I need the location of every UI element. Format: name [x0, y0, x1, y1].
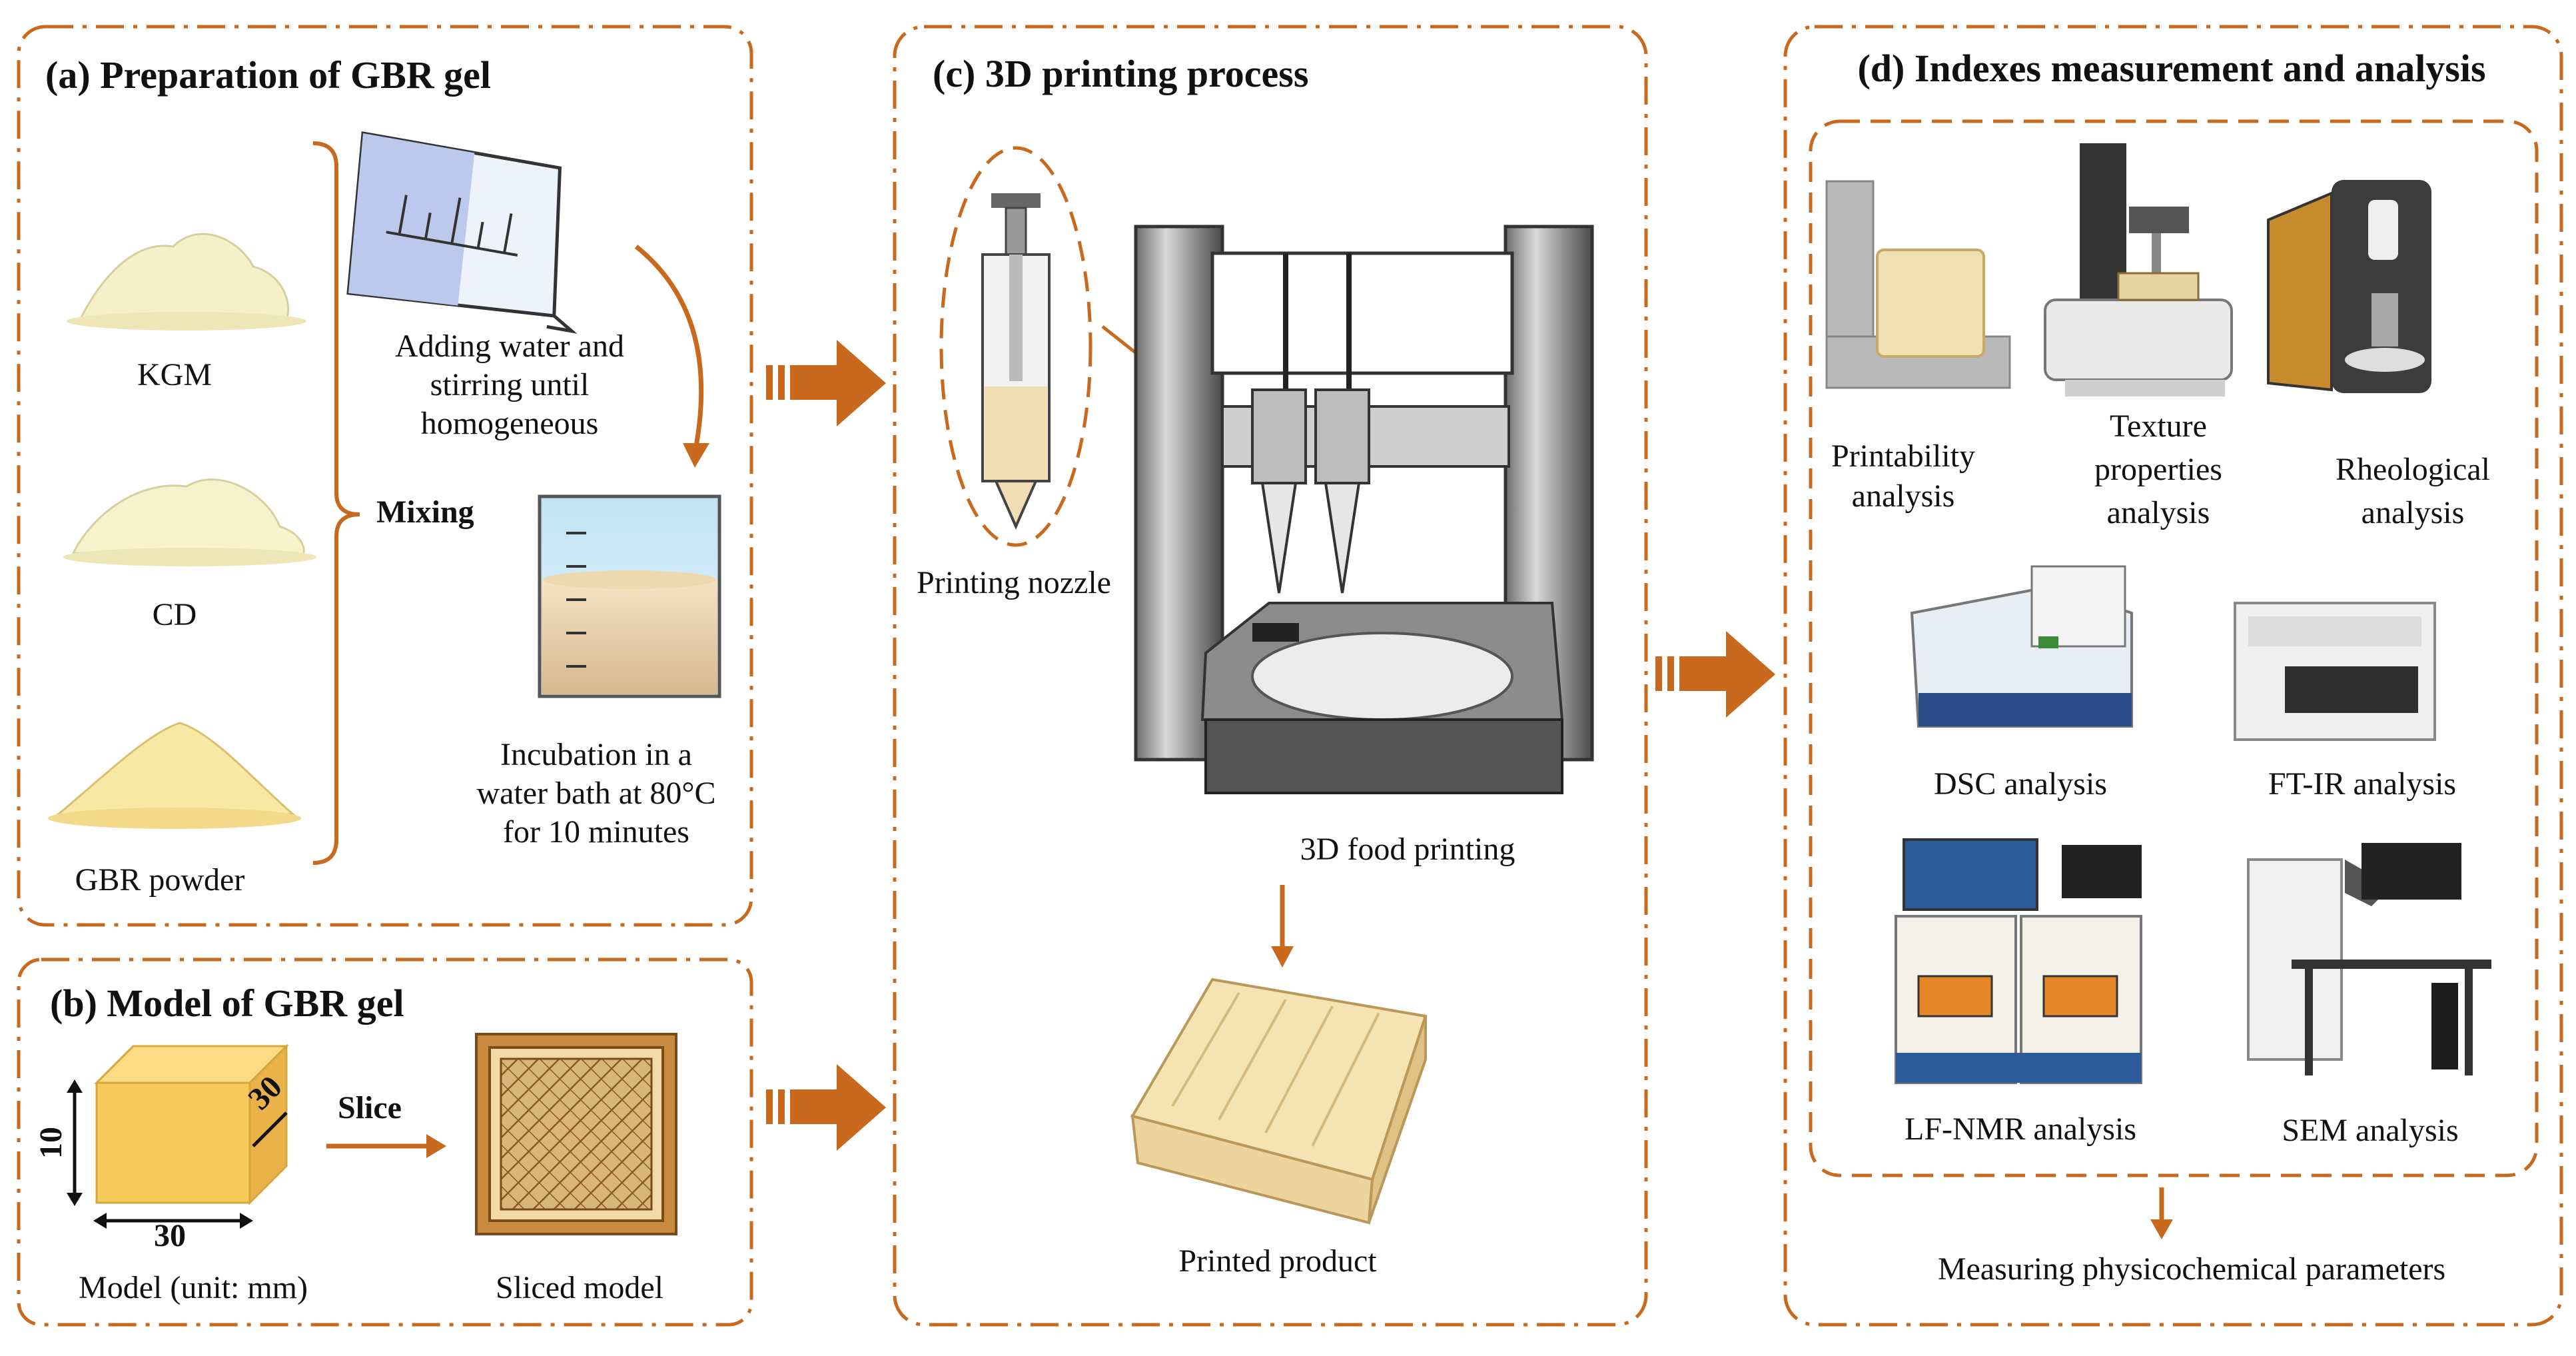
panel-d-title: (d) Indexes measurement and analysis	[1857, 47, 2485, 90]
kgm-powder-icon	[67, 233, 306, 331]
step2-line1: Incubation in a	[500, 737, 692, 772]
ftir-label: FT-IR analysis	[2268, 766, 2456, 802]
texture-line1: Texture	[2110, 408, 2207, 444]
instruments-group-border	[1809, 119, 2539, 1177]
panel-b-border	[17, 958, 753, 1327]
mixing-bracket	[312, 141, 360, 865]
sem-label: SEM analysis	[2282, 1113, 2458, 1148]
arrow-a-to-c	[766, 340, 886, 426]
ftir-instrument-icon	[2234, 602, 2436, 741]
printing-nozzle-label: Printing nozzle	[917, 565, 1111, 600]
arrow-b-to-c	[766, 1064, 886, 1151]
nozzle-highlight	[939, 146, 1092, 547]
sliced-model-icon	[475, 1033, 677, 1235]
step1-line2: stirring until	[430, 367, 590, 402]
printability-line1: Printability	[1831, 438, 1975, 474]
cd-powder-icon	[63, 478, 316, 566]
gbr-powder-icon	[48, 722, 301, 829]
arrow-c-to-d	[1655, 631, 1775, 718]
ingredient-cd: CD	[153, 597, 197, 632]
syringe-icon	[981, 193, 1051, 530]
3d-food-printing-label: 3D food printing	[1300, 832, 1515, 867]
panel-b-title: (b) Model of GBR gel	[50, 982, 404, 1025]
dsc-instrument-icon	[1910, 565, 2133, 728]
panel-d-border	[1783, 25, 2563, 1327]
dsc-label: DSC analysis	[1934, 766, 2107, 802]
step1-line1: Adding water and	[395, 329, 624, 364]
lfnmr-label: LF-NMR analysis	[1905, 1111, 2136, 1147]
lfnmr-instrument-icon	[1895, 838, 2142, 1084]
panel-c-border	[893, 25, 1648, 1327]
printed-product-label: Printed product	[1178, 1243, 1377, 1279]
panel-a-title: (a) Preparation of GBR gel	[45, 53, 491, 97]
step2-line2: water bath at 80°C	[476, 776, 715, 811]
process-arrow	[634, 245, 704, 447]
dim-height: 10	[33, 1127, 69, 1159]
measuring-label: Measuring physicochemical parameters	[1938, 1251, 2445, 1287]
ingredient-kgm: KGM	[137, 357, 212, 392]
printability-line2: analysis	[1852, 478, 1955, 514]
slice-label: Slice	[338, 1090, 402, 1125]
printability-ruler-icon	[1825, 180, 2011, 389]
3d-printer-icon	[1134, 225, 1594, 794]
rheological-line2: analysis	[2361, 495, 2465, 530]
dim-depth-line	[252, 1111, 288, 1147]
step2-line3: for 10 minutes	[503, 814, 689, 850]
ingredient-gbr-powder: GBR powder	[75, 862, 245, 898]
mixing-label: Mixing	[376, 494, 474, 530]
panel-c-title: (c) 3D printing process	[933, 52, 1308, 95]
texture-analyzer-icon	[2044, 143, 2233, 396]
rheological-line1: Rheological	[2336, 452, 2490, 487]
sem-instrument-icon	[2247, 843, 2491, 1075]
sliced-caption: Sliced model	[496, 1270, 663, 1305]
dim-width: 30	[154, 1218, 186, 1253]
printed-product-icon	[1130, 978, 1428, 1225]
measuring-cup-icon	[346, 131, 578, 334]
rheometer-icon	[2267, 180, 2431, 393]
texture-line3: analysis	[2107, 495, 2210, 530]
texture-line2: properties	[2094, 452, 2222, 487]
beaker-icon	[538, 494, 721, 698]
step1-line3: homogeneous	[421, 406, 599, 441]
model-caption: Model (unit: mm)	[79, 1270, 308, 1305]
cube-model-icon	[94, 1043, 289, 1205]
panel-a-border	[17, 25, 753, 927]
